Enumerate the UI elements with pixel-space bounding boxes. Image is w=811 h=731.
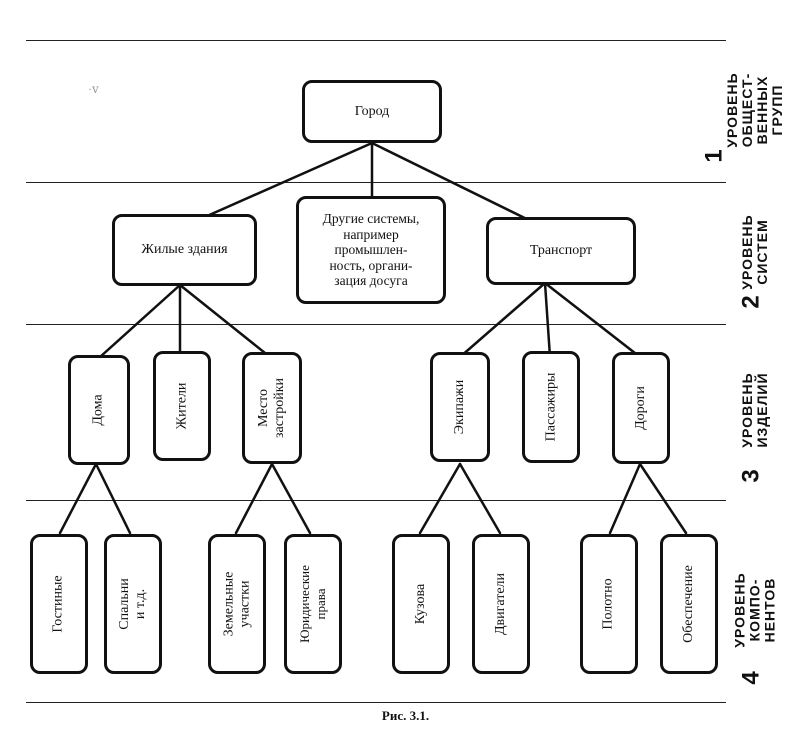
node-residents-label: Жители [173,382,189,430]
level-2-number: 2 [737,295,765,309]
level-4-label: УРОВЕНЬ КОМПО- НЕНТОВ [700,540,810,680]
node-living-rooms-label: Гостиные [51,575,66,633]
node-roadway: Полотно [580,534,638,674]
node-land-plots-label: Земельные участки [221,571,253,637]
node-carriages: Экипажи [430,352,490,462]
edge-sites-land [234,462,274,535]
node-other-label: Другие системы, например промышлен- ност… [322,211,420,289]
level-3-text: УРОВЕНЬ ИЗДЕЛИЙ [739,372,770,448]
level-3-label: УРОВЕНЬ ИЗДЕЛИЙ [700,340,810,480]
edge-carriages-engines [458,462,502,535]
node-legal-rights-label: Юридические права [297,565,328,643]
level-1-text: УРОВЕНЬ ОБЩЕСТ- ВЕННЫХ ГРУПП [724,72,785,148]
edge-sites-legal [270,462,312,535]
node-living-rooms: Гостиные [30,534,88,674]
edge-roads-maintenance [638,462,688,535]
node-other: Другие системы, например промышлен- ност… [296,196,446,304]
node-residential-label: Жилые здания [141,242,228,257]
level-1-number: 1 [700,149,728,163]
node-bedrooms: Спальни и т.д. [104,534,162,674]
node-maintenance: Обеспечение [660,534,718,674]
node-residential: Жилые здания [112,214,257,286]
edge-city-transport [370,141,547,230]
node-engines-label: Двигатели [493,572,508,636]
print-smudge: ·ⅴ [88,82,99,96]
node-city-label: Город [354,103,390,119]
edge-transport-carriages [458,281,547,359]
node-carriages-label: Экипажи [452,379,468,435]
node-roads: Дороги [612,352,670,464]
node-passengers-label: Пассажиры [543,372,558,442]
edge-residential-sites [178,283,272,359]
node-city: Город [302,80,442,143]
node-maintenance-label: Обеспечение [681,565,697,643]
node-sites-label: Место застройки [256,377,288,439]
node-bodies: Кузова [392,534,450,674]
node-bodies-label: Кузова [413,583,428,625]
node-engines: Двигатели [472,534,530,674]
node-land-plots: Земельные участки [208,534,266,674]
node-residents: Жители [153,351,211,461]
edge-city-residential [178,141,374,230]
level-4-number: 4 [737,671,765,685]
node-houses-label: Дома [90,394,106,426]
edge-residential-houses [98,283,182,359]
separator-line [26,182,726,183]
figure-caption: Рис. 3.1. [381,708,430,723]
level-3-number: 3 [737,469,765,483]
separator-line [26,324,726,325]
edge-transport-passengers [543,281,552,359]
edge-houses-living [58,462,98,535]
node-passengers: Пассажиры [522,351,580,463]
edge-roads-roadway [608,462,642,535]
edge-carriages-bodies [418,462,462,535]
node-bedrooms-label: Спальни и т.д. [117,578,148,630]
node-roadway-label: Полотно [601,578,616,630]
edge-houses-bedrooms [94,462,132,535]
separator-line [26,40,726,41]
node-roads-label: Дороги [632,386,648,430]
separator-line [26,500,726,501]
node-houses: Дома [68,355,130,465]
separator-line [26,702,726,703]
node-sites: Место застройки [242,352,302,464]
level-4-text: УРОВЕНЬ КОМПО- НЕНТОВ [731,572,778,648]
node-transport: Транспорт [486,217,636,285]
node-transport-label: Транспорт [529,243,593,258]
edge-transport-roads [543,281,642,359]
node-legal-rights: Юридические права [284,534,342,674]
